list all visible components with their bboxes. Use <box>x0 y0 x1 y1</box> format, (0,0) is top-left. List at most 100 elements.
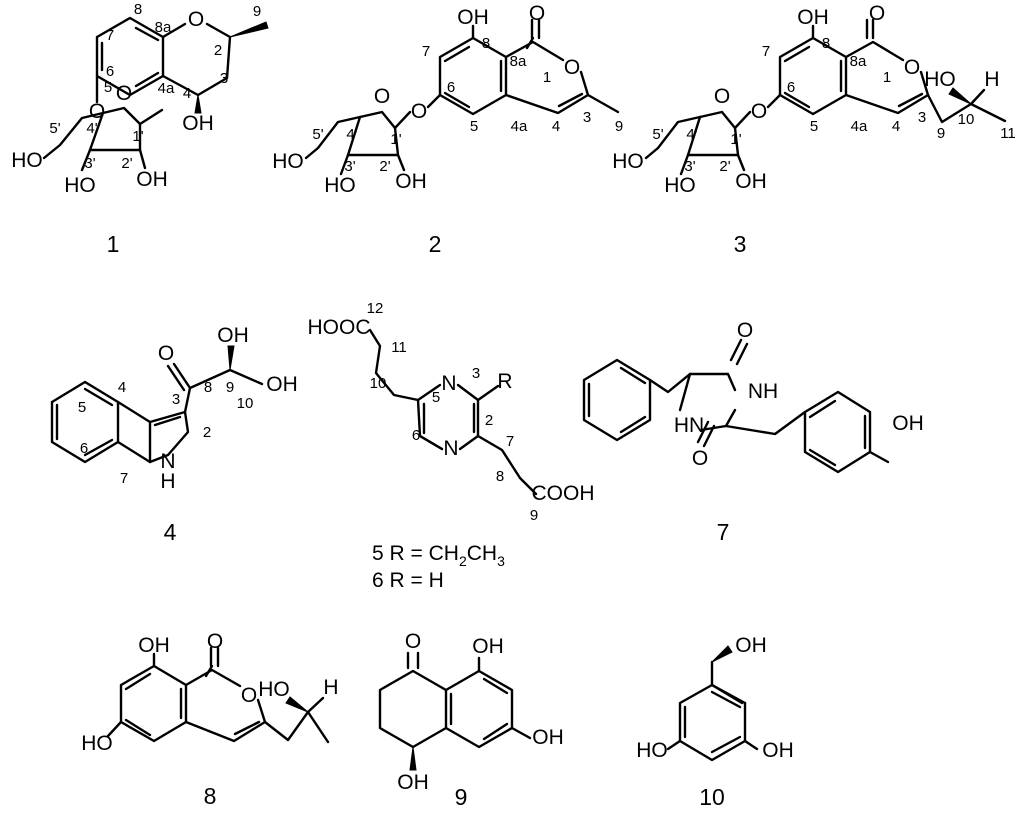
compound-10: OH HO OH 10 <box>636 634 794 810</box>
compound-7-carbonyl-oxygen-bottom: O <box>692 447 708 470</box>
compound-3-locant-8a: 8a <box>850 53 867 70</box>
compound-5-carboxyl-12: HOOC <box>308 316 371 339</box>
compound-5-locant-7: 7 <box>506 433 514 450</box>
compound-5-locant-9: 9 <box>530 507 538 524</box>
compound-2-locant-9: 9 <box>615 118 623 135</box>
compound-1: O OH O O HO HO OH 8 8a 9 7 2 6 3 5 4a 4 … <box>11 1 269 257</box>
compound-3-furanose-oxygen: O <box>714 85 730 108</box>
compound-2-locant-8: 8 <box>482 35 490 52</box>
compound-3-locant-5: 5 <box>810 118 818 135</box>
compound-3-number: 3 <box>734 231 747 257</box>
compound-2-carbonyl-oxygen: O <box>529 2 545 25</box>
compound-4-locant-7: 7 <box>120 470 128 487</box>
compound-2-locant-3: 3 <box>583 109 591 126</box>
compound-2-locant-8a: 8a <box>510 53 527 70</box>
compound-10-bonds <box>666 660 759 762</box>
compound-4-locant-6: 6 <box>80 440 88 457</box>
compound-9-hydroxyl-top: OH <box>472 635 504 658</box>
compound-5-6: HOOC N R N COOH 12 11 10 5 3 2 6 7 8 9 5… <box>308 300 595 592</box>
compound-3-link-oxygen: O <box>751 100 767 123</box>
compound-8-wedge-10-oh <box>285 696 309 713</box>
compound-2-number: 2 <box>429 231 442 257</box>
compound-1-locant-2p: 2' <box>121 155 132 172</box>
compound-5-locant-10: 10 <box>370 375 387 392</box>
compound-5-r-group: R <box>497 370 512 393</box>
compound-7-carbonyl-oxygen-top: O <box>737 319 753 342</box>
compound-3-locant-4: 4 <box>892 118 900 135</box>
compound-1-locant-4: 4 <box>183 85 191 102</box>
compound-3: OH O O O HO H O HO HO OH 8 8a 1 7 6 5 4a… <box>612 2 1016 257</box>
compound-3-locant-7: 7 <box>762 43 770 60</box>
compound-8-carbonyl-oxygen: O <box>207 630 223 653</box>
compound-1-locant-1p: 1' <box>132 128 143 145</box>
compound-2-locant-1: 1 <box>543 69 551 86</box>
compound-1-hydroxyl-3p: HO <box>64 174 96 197</box>
compound-1-hydroxyl-2p: OH <box>136 168 168 191</box>
compound-1-locant-4a: 4a <box>158 80 175 97</box>
compound-2-locant-4a: 4a <box>511 118 528 135</box>
compound-9: O OH OH OH 9 <box>378 630 564 810</box>
compound-9-hydroxyl-bottom: OH <box>397 771 429 794</box>
compound-1-locant-5p: 5' <box>49 120 60 137</box>
compound-4-hydroxyl-9: OH <box>217 324 249 347</box>
compound-1-locant-6: 6 <box>106 63 114 80</box>
compound-2-hydroxyl-5p: HO <box>272 150 304 173</box>
compound-1-link-oxygen: O <box>89 100 105 123</box>
compound-2-link-oxygen: O <box>411 100 427 123</box>
compound-5-locant-5: 5 <box>432 389 440 406</box>
compound-5-locant-8: 8 <box>496 468 504 485</box>
compound-1-locant-8: 8 <box>134 1 142 18</box>
compound-1-locant-4p: 4' <box>86 120 97 137</box>
compound-4-locant-10: 10 <box>237 395 254 412</box>
compound-1-wedge-9 <box>229 21 269 38</box>
compound-3-bond-10-h <box>969 88 986 106</box>
compound-1-wedge-4 <box>194 94 202 114</box>
compound-2-locant-1p: 1' <box>390 131 401 148</box>
compound-4-carbonyl-oxygen: O <box>158 342 174 365</box>
compound-4-locant-2: 2 <box>203 424 211 441</box>
compound-4-locant-5: 5 <box>78 399 86 416</box>
compound-7-amide-hn: HN <box>674 414 704 437</box>
compound-1-locant-5: 5 <box>104 79 112 96</box>
compound-7-amide-nh: NH <box>748 380 778 403</box>
compound-1-locant-8a: 8a <box>155 19 172 36</box>
compound-7-phenol-oh: OH <box>892 412 924 435</box>
compound-2-locant-7: 7 <box>422 43 430 60</box>
compound-5-r-definition: 5 R = CH2CH3 <box>372 542 505 569</box>
compound-3-hydroxyl-2p: OH <box>735 170 767 193</box>
compound-4-hydroxyl-10: OH <box>266 373 298 396</box>
compound-1-locant-2: 2 <box>214 42 222 59</box>
compound-5-locant-2: 2 <box>485 412 493 429</box>
compound-10-wedge-oh <box>711 645 733 663</box>
compound-2-hydroxyl-3p: HO <box>324 174 356 197</box>
compound-6-r-definition: 6 R = H <box>372 569 444 592</box>
compound-3-hydroxyl-5p: HO <box>612 150 644 173</box>
compound-2-hydroxyl-8: OH <box>457 6 489 29</box>
compound-1-locant-3: 3 <box>220 70 228 87</box>
compound-9-hydroxyl-right: OH <box>532 726 564 749</box>
compound-9-wedge-oh <box>409 746 417 771</box>
compound-4-indole-nitrogen: N <box>160 450 175 473</box>
compound-3-hydroxyl-10: HO <box>924 68 956 91</box>
compound-5-locant-12: 12 <box>367 300 384 317</box>
compound-8: OH O O HO HO H 8 <box>81 630 338 809</box>
compound-7-number: 7 <box>717 519 730 545</box>
compound-4-locant-8: 8 <box>204 379 212 396</box>
compound-4-wedge-9 <box>227 345 235 371</box>
compound-3-locant-6: 6 <box>787 79 795 96</box>
compound-5-locant-3: 3 <box>472 365 480 382</box>
compound-3-locant-3p: 3' <box>684 158 695 175</box>
compound-5-6-bonds <box>368 328 538 496</box>
compound-3-wedge-10-oh <box>948 87 972 105</box>
compound-3-hydroxyl-3p: HO <box>664 174 696 197</box>
compound-4-locant-3: 3 <box>172 391 180 408</box>
compound-4: OH O OH N H 8 9 10 4 3 5 2 6 7 4 <box>50 324 298 545</box>
compound-7: O NH HN O OH 7 <box>582 319 924 545</box>
compound-2-locant-3p: 3' <box>344 158 355 175</box>
compound-5-pyrazine-n-bottom: N <box>443 437 458 460</box>
compound-8-hydroxyl-10: HO <box>258 678 290 701</box>
compound-5-locant-6: 6 <box>412 427 420 444</box>
compound-2-furanose-oxygen: O <box>374 85 390 108</box>
compound-3-locant-11: 11 <box>1000 125 1016 142</box>
